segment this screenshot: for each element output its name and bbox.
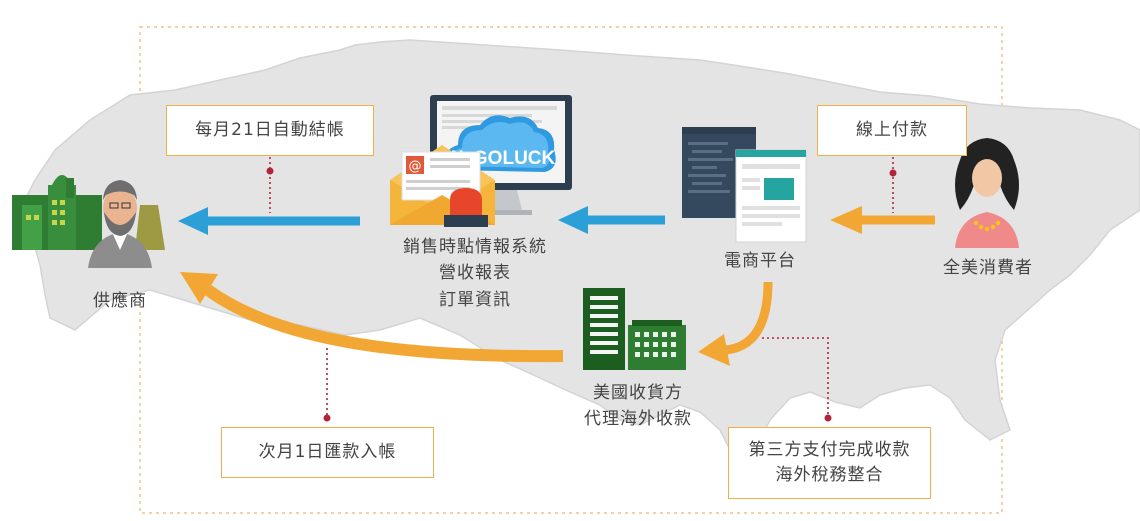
callout-third-party: 第三方支付完成收款 海外稅務整合	[728, 427, 931, 499]
svg-text:@: @	[409, 159, 422, 174]
ecommerce-icon	[682, 127, 807, 243]
label-consumer: 全美消費者	[943, 258, 1033, 278]
consumer-avatar	[955, 138, 1019, 248]
callout-monthly-settlement: 每月21日自動結帳	[166, 105, 374, 156]
label-pos: 銷售時點情報系統 營收報表 訂單資訊	[403, 237, 547, 310]
label-receiver: 美國收貨方 代理海外收款	[584, 383, 692, 430]
callout-next-month-remit: 次月1日匯款入帳	[221, 427, 434, 478]
label-supplier: 供應商	[93, 291, 147, 311]
connector-dots	[266, 167, 897, 422]
label-ecommerce: 電商平台	[724, 251, 796, 271]
arrow-receiver-to-supplier	[204, 285, 564, 363]
callout-online-payment: 線上付款	[817, 105, 967, 156]
connectors	[269, 157, 894, 418]
arrows	[178, 206, 935, 366]
alarm-icon	[444, 188, 488, 227]
building-icon	[583, 288, 686, 370]
supplier-avatar	[88, 180, 152, 268]
factory-icon	[12, 175, 165, 250]
arrow-ecom-to-receiver	[724, 281, 773, 355]
